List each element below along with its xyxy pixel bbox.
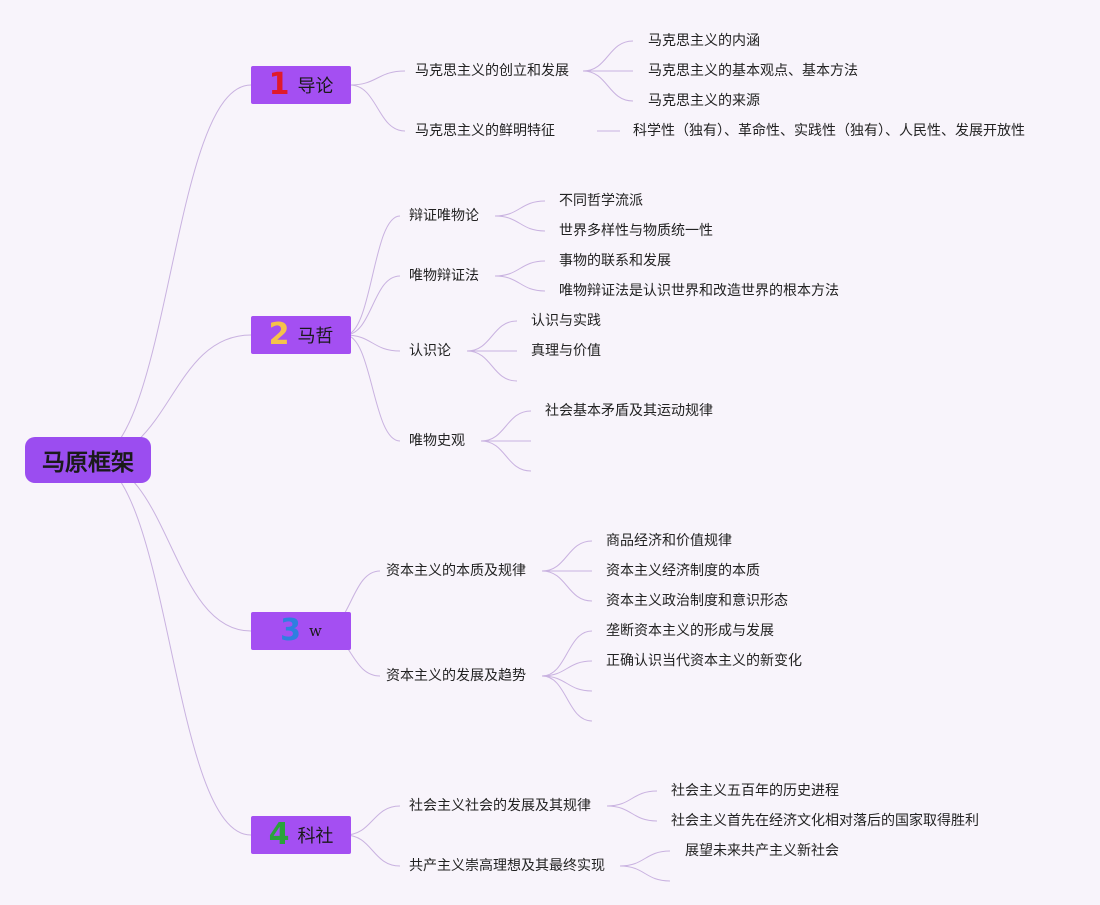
- topic-node[interactable]: 认识论: [409, 343, 451, 359]
- branch-label: 导论: [297, 76, 334, 97]
- connector-line: [349, 84, 406, 132]
- connector-line: [619, 850, 671, 867]
- connector-line: [541, 675, 593, 692]
- connector-line: [466, 350, 518, 382]
- root-label: 马原框架: [42, 450, 134, 476]
- topic-node[interactable]: 马克思主义的鲜明特征: [415, 123, 555, 139]
- leaf-node[interactable]: 不同哲学流派: [559, 193, 643, 209]
- topic-node[interactable]: 社会主义社会的发展及其规律: [409, 798, 591, 814]
- leaf-node[interactable]: 世界多样性与物质统一性: [559, 223, 713, 239]
- topic-node[interactable]: 资本主义的本质及规律: [386, 563, 526, 579]
- leaf-node[interactable]: 社会主义五百年的历史进程: [671, 783, 839, 799]
- connector-line: [89, 84, 252, 461]
- connector-line: [541, 660, 593, 677]
- branch-label: 马哲: [297, 326, 334, 347]
- leaf-node[interactable]: 垄断资本主义的形成与发展: [606, 623, 774, 639]
- connector-line: [494, 260, 546, 277]
- connector-line: [480, 410, 532, 442]
- branch-number: 2: [268, 317, 290, 352]
- connector-line: [344, 805, 401, 836]
- branch-node-intro[interactable]: 1 导论: [251, 66, 351, 104]
- connector-line: [344, 834, 401, 867]
- topic-node[interactable]: 唯物辩证法: [409, 268, 479, 284]
- connector-line: [541, 570, 593, 602]
- connector-line: [619, 865, 671, 882]
- leaf-node[interactable]: 资本主义政治制度和意识形态: [606, 593, 788, 609]
- branch-label: w: [309, 622, 322, 640]
- branch-number: 4: [268, 817, 290, 852]
- connector-line: [494, 275, 546, 292]
- topic-node[interactable]: 唯物史观: [409, 433, 465, 449]
- leaf-node[interactable]: 社会主义首先在经济文化相对落后的国家取得胜利: [671, 813, 979, 829]
- leaf-node[interactable]: 认识与实践: [531, 313, 601, 329]
- leaf-node[interactable]: 马克思主义的来源: [648, 93, 760, 109]
- leaf-node[interactable]: 马克思主义的基本观点、基本方法: [648, 63, 858, 79]
- leaf-node[interactable]: 真理与价值: [531, 343, 601, 359]
- leaf-node[interactable]: 科学性（独有）、革命性、实践性（独有）、人民性、发展开放性: [633, 123, 1025, 139]
- leaf-node[interactable]: 商品经济和价值规律: [606, 533, 732, 549]
- branch-number: 3: [280, 613, 302, 648]
- connector-line: [480, 440, 532, 472]
- connector-line: [606, 790, 658, 807]
- leaf-node[interactable]: 社会基本矛盾及其运动规律: [545, 403, 713, 419]
- branch-number: 1: [268, 67, 290, 102]
- root-node[interactable]: 马原框架: [25, 437, 151, 483]
- leaf-node[interactable]: 正确认识当代资本主义的新变化: [606, 653, 802, 669]
- leaf-node[interactable]: 资本主义经济制度的本质: [606, 563, 760, 579]
- connector-line: [582, 70, 634, 102]
- connector-line: [344, 334, 401, 352]
- connector-line: [541, 630, 593, 677]
- branch-label: 科社: [297, 826, 334, 847]
- branch-node-socialism[interactable]: 4 科社: [251, 816, 351, 854]
- connector-line: [494, 215, 546, 232]
- connector-line: [494, 200, 546, 217]
- connector-line: [466, 320, 518, 352]
- topic-node[interactable]: 共产主义崇高理想及其最终实现: [409, 858, 605, 874]
- connector-line: [349, 70, 406, 86]
- connector-line: [582, 40, 634, 72]
- leaf-node[interactable]: 事物的联系和发展: [559, 253, 671, 269]
- topic-node[interactable]: 辩证唯物论: [409, 208, 479, 224]
- leaf-node[interactable]: 展望未来共产主义新社会: [685, 843, 839, 859]
- branch-node-philosophy[interactable]: 2 马哲: [251, 316, 351, 354]
- connector-line: [89, 459, 252, 632]
- connector-line: [606, 805, 658, 822]
- connector-line: [541, 540, 593, 572]
- leaf-node[interactable]: 马克思主义的内涵: [648, 33, 760, 49]
- connector-line: [89, 459, 252, 836]
- connector-line: [344, 215, 401, 336]
- branch-node-economics[interactable]: 3 w: [251, 612, 351, 650]
- topic-node[interactable]: 马克思主义的创立和发展: [415, 63, 569, 79]
- connector-line: [344, 334, 401, 442]
- connector-line: [541, 675, 593, 722]
- topic-node[interactable]: 资本主义的发展及趋势: [386, 668, 526, 684]
- connector-line: [344, 275, 401, 336]
- leaf-node[interactable]: 唯物辩证法是认识世界和改造世界的根本方法: [559, 283, 839, 299]
